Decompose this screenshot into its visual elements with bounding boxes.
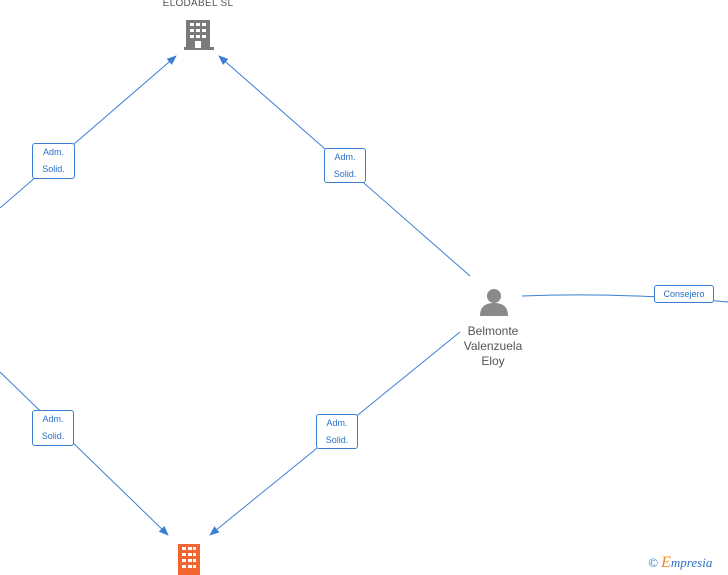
edge-label-line: Solid. [325, 435, 349, 445]
company-name-top[interactable]: ELODABEL SL [162, 0, 234, 9]
building-icon [178, 544, 200, 575]
edge-label-line: Adm. [326, 418, 348, 428]
edge-label-line: Adm. [42, 147, 64, 157]
copyright-symbol: © [648, 555, 658, 570]
person-name-line: Eloy [481, 354, 505, 368]
edge-label-adm-solid[interactable]: Adm. Solid. [32, 143, 75, 179]
edge-label-line: Solid. [42, 164, 65, 174]
edge-label-line: Adm. [42, 414, 64, 424]
brand-name: mpresia [670, 555, 713, 570]
edge-label-line: Adm. [334, 152, 356, 162]
edge-label-adm-solid[interactable]: Adm. Solid. [324, 148, 366, 183]
edge-label-adm-solid[interactable]: Adm. Solid. [32, 410, 74, 446]
edge-label-adm-solid[interactable]: Adm. Solid. [316, 414, 358, 449]
person-name-line: Valenzuela [463, 339, 523, 353]
person-name-line: Belmonte [467, 324, 519, 338]
building-icon [184, 20, 214, 50]
person-name[interactable]: Belmonte Valenzuela Eloy [444, 324, 542, 369]
person-icon [480, 289, 508, 316]
edge-label-line: Solid. [333, 169, 357, 179]
edge-left-to-top-company [0, 55, 177, 209]
edge-left-to-bottom-company [0, 371, 169, 536]
edge-label-line: Solid. [41, 431, 65, 441]
edge-label-consejero[interactable]: Consejero [654, 285, 714, 303]
brand-initial: E [661, 554, 671, 571]
empresia-watermark: © Empresia [648, 554, 712, 572]
